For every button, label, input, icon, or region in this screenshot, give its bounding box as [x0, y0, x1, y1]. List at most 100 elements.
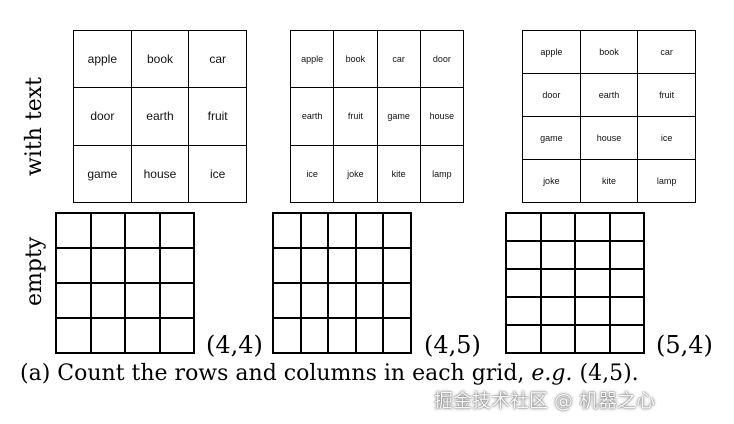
grid-cell: ice [289, 144, 335, 203]
grid-cell [327, 247, 357, 284]
grid-row [272, 247, 412, 284]
grid-cell [354, 212, 385, 249]
grid-cell [505, 240, 542, 270]
grid-row [505, 212, 645, 242]
grid-cell [89, 247, 126, 284]
grid-cell: lamp [419, 144, 465, 203]
grid-cell: earth [289, 87, 335, 146]
grid-cell: fruit [333, 87, 378, 146]
grid-cell: ice [188, 144, 247, 203]
grid-row [505, 240, 645, 270]
grid-cell [574, 212, 611, 242]
grid-cell: book [579, 30, 639, 74]
grid-cell [55, 317, 92, 354]
grid-cell: house [130, 144, 190, 203]
grid-cell [158, 212, 195, 249]
grid-cell: car [637, 30, 696, 74]
grid-row [55, 247, 195, 284]
grid-cell [539, 268, 576, 298]
grid-cell [299, 282, 330, 319]
grid-cell: apple [73, 29, 132, 89]
grid-cell [539, 324, 576, 354]
grid-row [55, 212, 195, 249]
empty-grid [505, 212, 645, 354]
grid-cell [158, 282, 195, 319]
grid-cell [124, 247, 161, 284]
grid-cell [299, 212, 330, 249]
grid-row [505, 296, 645, 326]
grid-cell: lamp [637, 159, 696, 203]
caption-suffix: (4,5). [572, 361, 639, 386]
grid-cell: game [376, 87, 421, 146]
grid-cell [55, 282, 92, 319]
grid-cell [539, 240, 576, 270]
grid-cell [382, 282, 412, 319]
grid-cell [89, 212, 126, 249]
grid-cell [158, 247, 195, 284]
grid-cell [272, 317, 302, 354]
row-label-empty: empty [22, 236, 47, 306]
grid-cell: book [333, 29, 378, 89]
grid-cell [327, 317, 357, 354]
grid-cell [574, 268, 611, 298]
grid-cell: kite [376, 144, 421, 203]
grid-cell [608, 212, 645, 242]
grid-cell: kite [579, 159, 639, 203]
grid-cell [574, 240, 611, 270]
grid-cell: door [419, 29, 465, 89]
grid-cell: earth [130, 87, 190, 146]
grid-row [272, 317, 412, 354]
grid-cell [505, 296, 542, 326]
grid-cell [124, 212, 161, 249]
grid-cell: car [188, 29, 247, 89]
grid-row [55, 282, 195, 319]
grid-cell [124, 282, 161, 319]
caption-eg: e.g. [531, 361, 573, 386]
grid-cell [158, 317, 195, 354]
grid-cell [354, 317, 385, 354]
grid-cell [608, 296, 645, 326]
grid-row [272, 282, 412, 319]
empty-grid [272, 212, 412, 354]
grid-dims-label: (4,4) [206, 331, 263, 359]
caption-prefix: (a) Count the rows and columns in each g… [20, 361, 532, 386]
grid-cell [382, 247, 412, 284]
grid-cell [505, 324, 542, 354]
grid-cell: joke [522, 159, 581, 203]
watermark: 掘金技术社区 @ 机器之心 [434, 390, 656, 412]
grid-cell [539, 212, 576, 242]
grid-cell [299, 247, 330, 284]
grid-cell: house [579, 116, 639, 160]
grid-cell: game [522, 116, 581, 160]
grid-cell: earth [579, 73, 639, 117]
figure-caption: (a) Count the rows and columns in each g… [20, 361, 639, 386]
grid-cell [124, 317, 161, 354]
grid-cell: game [73, 144, 132, 203]
grid-cell: fruit [188, 87, 247, 146]
grid-cell: door [522, 73, 581, 117]
grid-cell [505, 268, 542, 298]
grid-cell [299, 317, 330, 354]
grid-cell [55, 212, 92, 249]
empty-grid [55, 212, 195, 354]
grid-cell [539, 296, 576, 326]
grid-dims-label: (5,4) [656, 331, 713, 359]
grid-cell: apple [289, 29, 335, 89]
grid-cell [608, 240, 645, 270]
grid-row [505, 324, 645, 354]
grid-cell: door [73, 87, 132, 146]
grid-row [272, 212, 412, 249]
